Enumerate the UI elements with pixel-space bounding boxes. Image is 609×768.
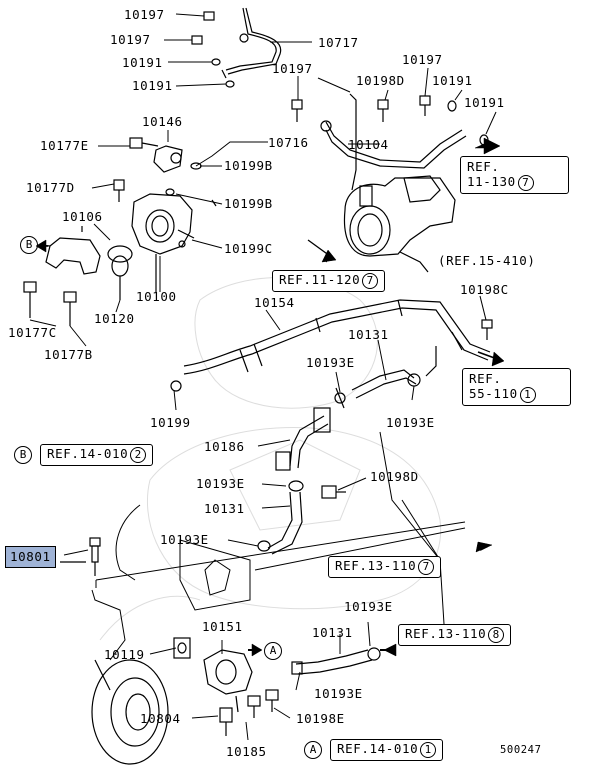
part-label-10193e[interactable]: 10193E [344,599,393,614]
part-label-10197[interactable]: 10197 [272,61,313,76]
ref-circle-number: 7 [362,273,379,289]
ref-number: REF.14-010 [337,741,419,756]
part-label-10191[interactable]: 10191 [132,78,173,93]
part-label-10119[interactable]: 10119 [104,647,145,662]
part-label-10199[interactable]: 10199 [150,415,191,430]
part-label-10193e[interactable]: 10193E [386,415,435,430]
ref-number: REF.11-120 [279,272,361,287]
part-label-10193e[interactable]: 10193E [196,476,245,491]
part-label-10131[interactable]: 10131 [204,501,245,516]
hose-10131-upper-graphic [334,346,437,409]
ref-circle-number: 1 [420,742,437,758]
part-label-10104[interactable]: 10104 [348,137,389,152]
pipe-10104-graphic [320,93,467,191]
marker-a: A [304,741,322,759]
leader-lines [95,431,466,641]
ref-number: REF.14-010 [47,446,129,461]
part-label-10198e[interactable]: 10198E [296,711,345,726]
part-label-10177b[interactable]: 10177B [44,347,93,362]
part-label-10186[interactable]: 10186 [204,439,245,454]
diagram-number: 500247 [500,744,542,756]
part-label-10177d[interactable]: 10177D [26,180,75,195]
part-label-10198d[interactable]: 10198D [356,73,405,88]
label-leaders [29,13,497,741]
ref-circle-number: 7 [517,175,534,191]
water-outlet-right-graphic [343,175,456,273]
marker-b: B [14,446,32,464]
ref-number: 11-130 [467,174,516,189]
part-label-10185[interactable]: 10185 [226,744,267,759]
part-label-10717[interactable]: 10717 [318,35,359,50]
marker-a-arrow: A [264,642,282,660]
ref-number: 55-110 [469,386,518,401]
part-label-10154[interactable]: 10154 [254,295,295,310]
part-label-10191[interactable]: 10191 [122,55,163,70]
ref-link-15-410[interactable]: (REF.15-410) [438,253,536,268]
part-label-10100[interactable]: 10100 [136,289,177,304]
part-label-10198d[interactable]: 10198D [370,469,419,484]
part-label-10193e[interactable]: 10193E [314,686,363,701]
thermostat-housing-graphic [23,137,217,326]
pipe-10717-graphic [191,7,282,88]
ref-number: REF.13-110 [335,558,417,573]
part-label-10151[interactable]: 10151 [202,619,243,634]
part-label-10177c[interactable]: 10177C [8,325,57,340]
part-label-10146[interactable]: 10146 [142,114,183,129]
pipe-10186-graphic [275,407,331,471]
part-label-10131[interactable]: 10131 [312,625,353,640]
part-label-10199c[interactable]: 10199C [224,241,273,256]
part-label-10191[interactable]: 10191 [464,95,505,110]
part-label-10191[interactable]: 10191 [432,73,473,88]
part-label-10198c[interactable]: 10198C [460,282,509,297]
ref-label: REF. [467,159,500,174]
ref-number: REF.13-110 [405,626,487,641]
hose-10131-mid-graphic [257,480,346,555]
part-label-10197[interactable]: 10197 [402,52,443,67]
part-label-10131[interactable]: 10131 [348,327,389,342]
part-label-10177e[interactable]: 10177E [40,138,89,153]
part-label-10804[interactable]: 10804 [140,711,181,726]
ref-label: REF. [469,371,502,386]
part-label-10716[interactable]: 10716 [268,135,309,150]
part-label-10197[interactable]: 10197 [124,7,165,22]
ref-circle-number: 2 [130,447,147,463]
part-label-10197[interactable]: 10197 [110,32,151,47]
pipe-10154-graphic [170,299,493,392]
hose-10131-lower-graphic [291,647,381,675]
part-label-10801-highlighted[interactable]: 10801 [5,546,56,568]
marker-b-arrow: B [20,236,38,254]
sensor-10801-graphic [60,537,101,576]
part-label-10120[interactable]: 10120 [94,311,135,326]
crank-pulley-graphic [91,659,169,765]
part-label-10199b[interactable]: 10199B [224,158,273,173]
ref-circle-number: 7 [418,559,435,575]
ref-circle-number: 1 [519,387,536,403]
part-label-10193e[interactable]: 10193E [306,355,355,370]
part-label-10193e[interactable]: 10193E [160,532,209,547]
water-outlet-lower-graphic [173,637,279,736]
part-label-10106[interactable]: 10106 [62,209,103,224]
ref-circle-number: 8 [488,627,505,643]
part-label-10199b[interactable]: 10199B [224,196,273,211]
upper-right-bolts [291,95,489,146]
arrows [35,137,505,657]
